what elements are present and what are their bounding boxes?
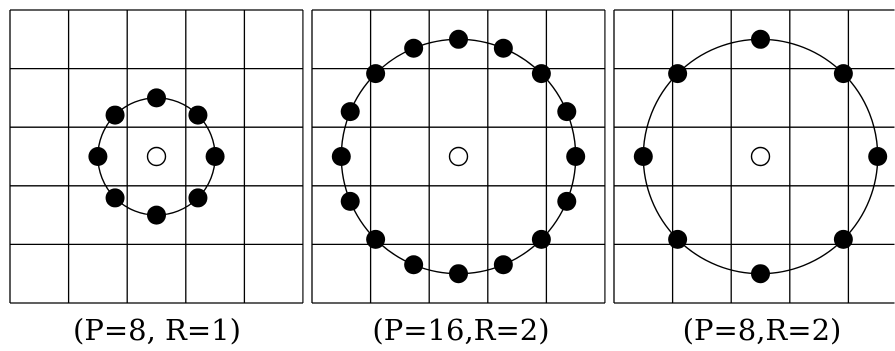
sample-point xyxy=(88,147,108,166)
sample-point xyxy=(366,64,386,84)
caption-panel-3: (P=8,R=2) xyxy=(683,313,842,347)
panel-p16-r2 xyxy=(311,9,606,304)
sample-point xyxy=(557,191,577,211)
panel-p8-r2 xyxy=(613,9,895,304)
sample-point xyxy=(404,38,424,58)
center-pixel xyxy=(146,146,167,167)
sample-point xyxy=(205,147,225,166)
panel-p8-r1 xyxy=(9,9,304,304)
caption-panel-1: (P=8, R=1) xyxy=(73,313,241,347)
sample-point xyxy=(668,229,688,249)
sample-point xyxy=(147,205,166,225)
sample-point xyxy=(404,255,424,275)
sample-point xyxy=(833,64,853,84)
caption-panel-2: (P=16,R=2) xyxy=(372,313,549,347)
sample-point xyxy=(531,229,551,249)
sample-point xyxy=(566,147,586,166)
sample-point xyxy=(331,147,351,166)
sample-point xyxy=(751,29,770,49)
sample-point xyxy=(188,188,208,208)
sample-point xyxy=(668,64,688,84)
sample-point xyxy=(557,102,577,122)
sample-point xyxy=(340,102,360,122)
center-pixel xyxy=(448,146,469,167)
sample-point xyxy=(531,64,551,84)
sample-point xyxy=(493,255,513,275)
sample-point xyxy=(105,188,125,208)
sample-point xyxy=(868,147,888,166)
sample-point xyxy=(449,264,468,284)
center-pixel xyxy=(750,146,771,167)
sample-point xyxy=(493,38,513,58)
sample-point xyxy=(188,105,208,125)
sample-point xyxy=(366,229,386,249)
sample-point xyxy=(751,264,770,284)
sample-point xyxy=(833,229,853,249)
sample-point xyxy=(633,147,653,166)
sample-point xyxy=(147,88,166,108)
sample-point xyxy=(340,191,360,211)
sample-point xyxy=(105,105,125,125)
sample-point xyxy=(449,29,468,49)
